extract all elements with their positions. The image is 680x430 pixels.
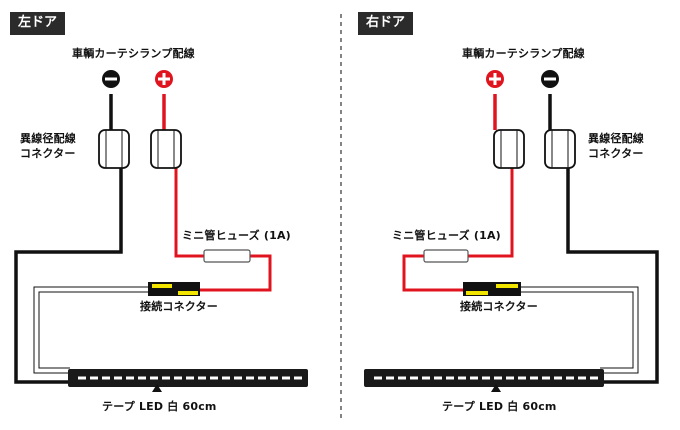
- right-reducer-label-line2: コネクター: [588, 146, 644, 160]
- left-fuse: [203, 249, 251, 263]
- right-led-chip: [446, 376, 454, 380]
- left-led-chip: [234, 376, 242, 380]
- right-diagram: [364, 70, 659, 392]
- right-led-chip: [518, 376, 526, 380]
- right-reducer-connector-red: [493, 129, 525, 169]
- right-reducer-label-line1: 異線径配線: [588, 132, 644, 145]
- left-reducer-connector-black: [98, 129, 130, 169]
- left-led-chip: [258, 376, 266, 380]
- left-led-chip: [246, 376, 254, 380]
- right-connector-yellow-a: [466, 291, 488, 295]
- right-led-chip: [554, 376, 562, 380]
- left-led-chip: [90, 376, 98, 380]
- right-tape-lead-outer: [520, 286, 639, 374]
- left-led-chip: [174, 376, 182, 380]
- left-tape-lead-inner: [38, 291, 150, 369]
- right-led-chip: [398, 376, 406, 380]
- right-tape-pointer: [491, 384, 501, 392]
- left-led-chip: [102, 376, 110, 380]
- left-red-wire: [174, 168, 204, 258]
- plus-icon: [486, 70, 504, 88]
- left-fuse-label: ミニ管ヒューズ (1A): [182, 229, 291, 242]
- left-led-chips: [78, 376, 302, 380]
- left-diagram: [14, 70, 308, 392]
- right-led-chip: [482, 376, 490, 380]
- right-red-wire: [467, 168, 514, 258]
- right-tape-lead-inner: [520, 291, 634, 369]
- left-connector-yellow-b: [178, 291, 198, 295]
- right-led-chip: [434, 376, 442, 380]
- left-tape-label: テープ LED 白 60cm: [102, 400, 217, 413]
- left-tape-lead-outer: [33, 286, 150, 374]
- left-led-chip: [186, 376, 194, 380]
- right-led-chip: [422, 376, 430, 380]
- right-led-chip: [590, 376, 598, 380]
- right-led-chip: [494, 376, 502, 380]
- right-black-wire: [566, 168, 659, 384]
- left-connector-label: 接続コネクター: [140, 300, 218, 313]
- left-led-chip: [150, 376, 158, 380]
- left-connector-yellow-a: [152, 284, 172, 288]
- left-led-chip: [222, 376, 230, 380]
- left-led-chip: [78, 376, 86, 380]
- left-led-chip: [198, 376, 206, 380]
- left-tape-pointer: [152, 384, 162, 392]
- right-reducer-label: 異線径配線 コネクター: [588, 132, 644, 162]
- right-led-chip: [530, 376, 538, 380]
- right-led-chip: [386, 376, 394, 380]
- left-led-chip: [162, 376, 170, 380]
- left-door-tag: 左ドア: [10, 12, 66, 35]
- right-led-chip: [458, 376, 466, 380]
- left-led-chip: [270, 376, 278, 380]
- right-reducer-connector-black: [544, 129, 576, 169]
- right-fuse-label: ミニ管ヒューズ (1A): [392, 229, 501, 242]
- left-led-chip: [126, 376, 134, 380]
- left-led-chip: [210, 376, 218, 380]
- left-reducer-label-line2: コネクター: [20, 146, 76, 160]
- left-reducer-label: 異線径配線 コネクター: [20, 132, 76, 162]
- left-reducer-connector-red: [150, 129, 182, 169]
- right-led-chip: [470, 376, 478, 380]
- right-led-chip: [410, 376, 418, 380]
- right-connector-label: 接続コネクター: [460, 300, 538, 313]
- left-led-chip: [294, 376, 302, 380]
- minus-icon: [541, 70, 559, 88]
- right-led-chip: [506, 376, 514, 380]
- left-led-chip: [138, 376, 146, 380]
- right-fuse: [423, 249, 469, 263]
- right-led-chips: [374, 376, 598, 380]
- right-lamp-wiring-label: 車輌カーテシランプ配線: [462, 47, 585, 60]
- plus-icon: [155, 70, 173, 88]
- right-tape-label: テープ LED 白 60cm: [442, 400, 557, 413]
- right-door-tag: 右ドア: [358, 12, 414, 35]
- left-led-chip: [114, 376, 122, 380]
- left-led-chip: [282, 376, 290, 380]
- right-led-chip: [374, 376, 382, 380]
- left-reducer-label-line1: 異線径配線: [20, 132, 76, 145]
- right-connector-yellow-b: [496, 284, 518, 288]
- left-black-wire: [14, 168, 123, 384]
- minus-icon: [102, 70, 120, 88]
- right-led-chip: [542, 376, 550, 380]
- left-red-wire-loop: [200, 254, 272, 292]
- right-led-chip: [566, 376, 574, 380]
- right-led-chip: [578, 376, 586, 380]
- left-lamp-wiring-label: 車輌カーテシランプ配線: [72, 47, 195, 60]
- right-red-wire-loop: [402, 254, 465, 292]
